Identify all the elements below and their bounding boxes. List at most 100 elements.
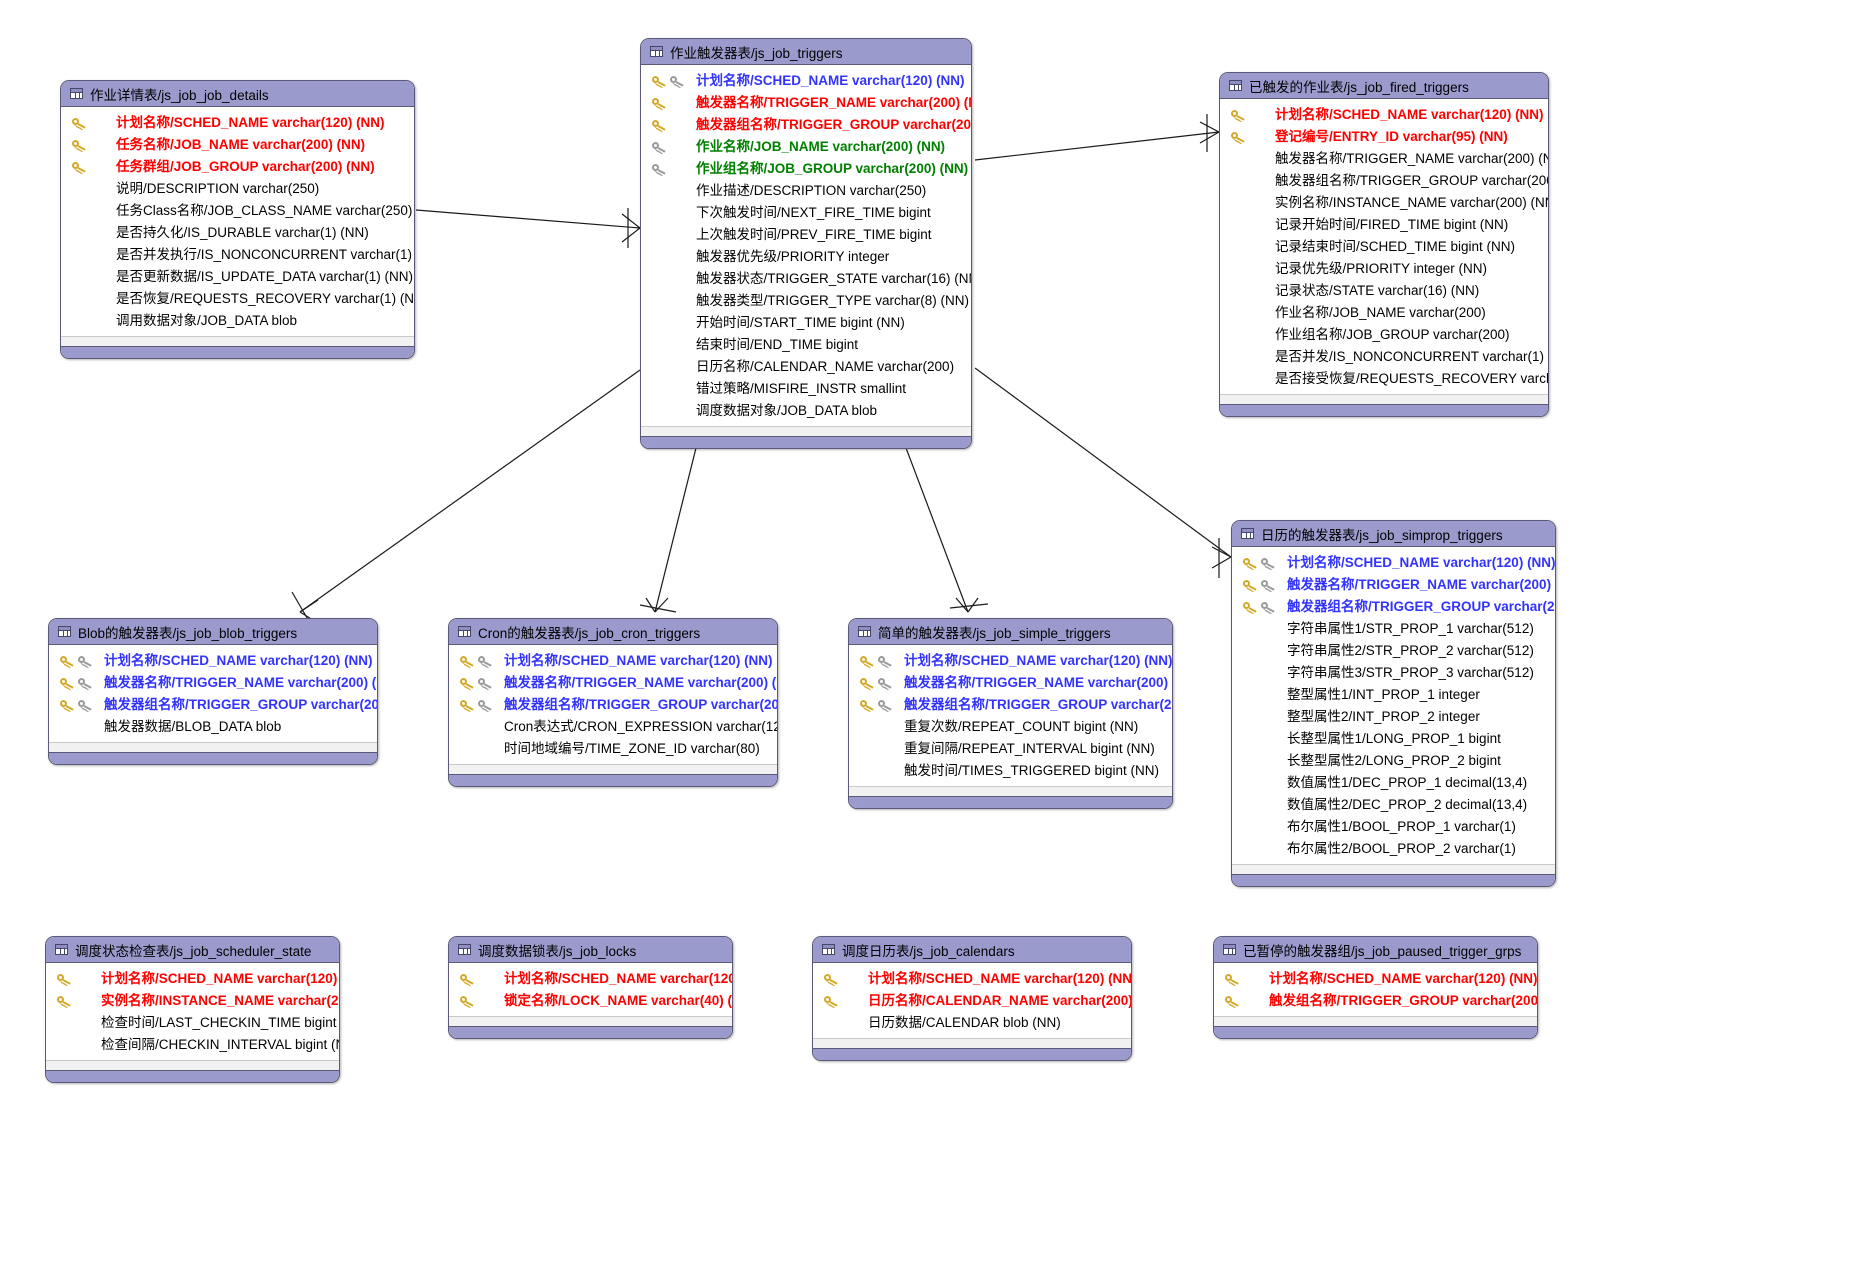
field-row[interactable]: 触发组名称/TRIGGER_GROUP varchar(200) (NN): [1214, 990, 1537, 1012]
entity-locks[interactable]: 调度数据锁表/js_job_locks 计划名称/SCHED_NAME varc…: [448, 936, 733, 1039]
field-row[interactable]: 日历名称/CALENDAR_NAME varchar(200): [641, 356, 971, 378]
field-row[interactable]: 触发器名称/TRIGGER_NAME varchar(200) (NN): [1220, 148, 1548, 170]
field-row[interactable]: 字符串属性2/STR_PROP_2 varchar(512): [1232, 640, 1555, 662]
field-row[interactable]: 长整型属性2/LONG_PROP_2 bigint: [1232, 750, 1555, 772]
field-row[interactable]: 记录状态/STATE varchar(16) (NN): [1220, 280, 1548, 302]
field-row[interactable]: 触发时间/TIMES_TRIGGERED bigint (NN): [849, 760, 1172, 782]
field-row[interactable]: 作业组名称/JOB_GROUP varchar(200) (NN): [641, 158, 971, 180]
field-row[interactable]: 任务Class名称/JOB_CLASS_NAME varchar(250) (N…: [61, 200, 414, 222]
field-row[interactable]: 日历数据/CALENDAR blob (NN): [813, 1012, 1131, 1034]
field-row[interactable]: 下次触发时间/NEXT_FIRE_TIME bigint: [641, 202, 971, 224]
field-row[interactable]: 是否更新数据/IS_UPDATE_DATA varchar(1) (NN): [61, 266, 414, 288]
field-row[interactable]: 触发器优先级/PRIORITY integer: [641, 246, 971, 268]
field-row[interactable]: 记录开始时间/FIRED_TIME bigint (NN): [1220, 214, 1548, 236]
field-row[interactable]: 记录优先级/PRIORITY integer (NN): [1220, 258, 1548, 280]
field-row[interactable]: 作业名称/JOB_NAME varchar(200) (NN): [641, 136, 971, 158]
field-row[interactable]: 作业描述/DESCRIPTION varchar(250): [641, 180, 971, 202]
field-row[interactable]: 计划名称/SCHED_NAME varchar(120) (NN): [449, 650, 777, 672]
entity-calendars[interactable]: 调度日历表/js_job_calendars 计划名称/SCHED_NAME v…: [812, 936, 1132, 1061]
field-row[interactable]: 说明/DESCRIPTION varchar(250): [61, 178, 414, 200]
field-row[interactable]: 检查间隔/CHECKIN_INTERVAL bigint (NN): [46, 1034, 339, 1056]
field-row[interactable]: 重复间隔/REPEAT_INTERVAL bigint (NN): [849, 738, 1172, 760]
field-row[interactable]: 字符串属性1/STR_PROP_1 varchar(512): [1232, 618, 1555, 640]
entity-simprop_triggers[interactable]: 日历的触发器表/js_job_simprop_triggers 计划名称/SCH…: [1231, 520, 1556, 887]
field-row[interactable]: 是否接受恢复/REQUESTS_RECOVERY varchar(1): [1220, 368, 1548, 390]
field-row[interactable]: 计划名称/SCHED_NAME varchar(120) (NN): [1220, 104, 1548, 126]
field-row[interactable]: 触发器组名称/TRIGGER_GROUP varchar(200) (NN): [449, 694, 777, 716]
entity-gap: [1232, 864, 1555, 874]
entity-scheduler_state[interactable]: 调度状态检查表/js_job_scheduler_state 计划名称/SCHE…: [45, 936, 340, 1083]
field-row[interactable]: 日历名称/CALENDAR_NAME varchar(200) (NN): [813, 990, 1131, 1012]
entity-gap: [813, 1038, 1131, 1048]
field-row[interactable]: 开始时间/START_TIME bigint (NN): [641, 312, 971, 334]
field-row[interactable]: 触发器组名称/TRIGGER_GROUP varchar(200) (NN): [849, 694, 1172, 716]
field-row[interactable]: 时间地域编号/TIME_ZONE_ID varchar(80): [449, 738, 777, 760]
field-row[interactable]: 整型属性2/INT_PROP_2 integer: [1232, 706, 1555, 728]
field-row[interactable]: 实例名称/INSTANCE_NAME varchar(200) (NN): [46, 990, 339, 1012]
field-row[interactable]: 计划名称/SCHED_NAME varchar(120) (NN): [49, 650, 377, 672]
field-row[interactable]: 字符串属性3/STR_PROP_3 varchar(512): [1232, 662, 1555, 684]
field-row[interactable]: 是否恢复/REQUESTS_RECOVERY varchar(1) (NN): [61, 288, 414, 310]
field-row[interactable]: 调度数据对象/JOB_DATA blob: [641, 400, 971, 422]
entity-fired_triggers[interactable]: 已触发的作业表/js_job_fired_triggers 计划名称/SCHED…: [1219, 72, 1549, 417]
field-row[interactable]: 触发器类型/TRIGGER_TYPE varchar(8) (NN): [641, 290, 971, 312]
field-row[interactable]: 触发器名称/TRIGGER_NAME varchar(200) (NN): [1232, 574, 1555, 596]
field-row[interactable]: 计划名称/SCHED_NAME varchar(120) (NN): [61, 112, 414, 134]
field-row[interactable]: 结束时间/END_TIME bigint: [641, 334, 971, 356]
field-row[interactable]: 任务群组/JOB_GROUP varchar(200) (NN): [61, 156, 414, 178]
field-row[interactable]: 锁定名称/LOCK_NAME varchar(40) (NN): [449, 990, 732, 1012]
field-row[interactable]: 错过策略/MISFIRE_INSTR smallint: [641, 378, 971, 400]
entity-job_triggers[interactable]: 作业触发器表/js_job_triggers 计划名称/SCHED_NAME v…: [640, 38, 972, 449]
field-row[interactable]: 作业组名称/JOB_GROUP varchar(200): [1220, 324, 1548, 346]
field-label: 数值属性2/DEC_PROP_2 decimal(13,4): [1287, 797, 1528, 813]
field-row[interactable]: 整型属性1/INT_PROP_1 integer: [1232, 684, 1555, 706]
entity-footer: [49, 752, 377, 764]
field-row[interactable]: 登记编号/ENTRY_ID varchar(95) (NN): [1220, 126, 1548, 148]
field-row[interactable]: 调用数据对象/JOB_DATA blob: [61, 310, 414, 332]
field-row[interactable]: 计划名称/SCHED_NAME varchar(120) (NN): [849, 650, 1172, 672]
field-row[interactable]: 触发器状态/TRIGGER_STATE varchar(16) (NN): [641, 268, 971, 290]
field-key-icons: [860, 655, 904, 668]
field-row[interactable]: 触发器组名称/TRIGGER_GROUP varchar(200) (NN): [1232, 596, 1555, 618]
field-row[interactable]: 触发器数据/BLOB_DATA blob: [49, 716, 377, 738]
field-row[interactable]: 重复次数/REPEAT_COUNT bigint (NN): [849, 716, 1172, 738]
field-row[interactable]: 任务名称/JOB_NAME varchar(200) (NN): [61, 134, 414, 156]
field-key-icons: [1243, 579, 1287, 592]
field-row[interactable]: 触发器名称/TRIGGER_NAME varchar(200) (NN): [49, 672, 377, 694]
field-row[interactable]: 计划名称/SCHED_NAME varchar(120) (NN): [46, 968, 339, 990]
entity-blob_triggers[interactable]: Blob的触发器表/js_job_blob_triggers 计划名称/SCHE…: [48, 618, 378, 765]
field-row[interactable]: 触发器名称/TRIGGER_NAME varchar(200) (NN): [641, 92, 971, 114]
field-row[interactable]: 触发器组名称/TRIGGER_GROUP varchar(200) (NN): [1220, 170, 1548, 192]
field-row[interactable]: 计划名称/SCHED_NAME varchar(120) (NN): [1232, 552, 1555, 574]
field-label: 计划名称/SCHED_NAME varchar(120) (NN): [696, 73, 965, 89]
field-row[interactable]: 实例名称/INSTANCE_NAME varchar(200) (NN): [1220, 192, 1548, 214]
field-row[interactable]: 长整型属性1/LONG_PROP_1 bigint: [1232, 728, 1555, 750]
field-row[interactable]: 布尔属性1/BOOL_PROP_1 varchar(1): [1232, 816, 1555, 838]
entity-footer: [813, 1048, 1131, 1060]
field-row[interactable]: 是否持久化/IS_DURABLE varchar(1) (NN): [61, 222, 414, 244]
field-row[interactable]: 布尔属性2/BOOL_PROP_2 varchar(1): [1232, 838, 1555, 860]
field-row[interactable]: 检查时间/LAST_CHECKIN_TIME bigint (NN): [46, 1012, 339, 1034]
field-row[interactable]: 触发器组名称/TRIGGER_GROUP varchar(200) (NN): [49, 694, 377, 716]
field-label: 整型属性2/INT_PROP_2 integer: [1287, 709, 1480, 725]
field-row[interactable]: 数值属性2/DEC_PROP_2 decimal(13,4): [1232, 794, 1555, 816]
field-row[interactable]: 作业名称/JOB_NAME varchar(200): [1220, 302, 1548, 324]
field-row[interactable]: 计划名称/SCHED_NAME varchar(120) (NN): [641, 70, 971, 92]
field-row[interactable]: 是否并发/IS_NONCONCURRENT varchar(1): [1220, 346, 1548, 368]
field-row[interactable]: 数值属性1/DEC_PROP_1 decimal(13,4): [1232, 772, 1555, 794]
field-row[interactable]: 触发器组名称/TRIGGER_GROUP varchar(200) (NN): [641, 114, 971, 136]
entity-job_job_details[interactable]: 作业详情表/js_job_job_details 计划名称/SCHED_NAME…: [60, 80, 415, 359]
entity-cron_triggers[interactable]: Cron的触发器表/js_job_cron_triggers 计划名称/SCHE…: [448, 618, 778, 787]
field-row[interactable]: 触发器名称/TRIGGER_NAME varchar(200) (NN): [849, 672, 1172, 694]
field-row[interactable]: 记录结束时间/SCHED_TIME bigint (NN): [1220, 236, 1548, 258]
field-row[interactable]: 计划名称/SCHED_NAME varchar(120) (NN): [813, 968, 1131, 990]
entity-header: 作业触发器表/js_job_triggers: [641, 39, 971, 65]
field-row[interactable]: 是否并发执行/IS_NONCONCURRENT varchar(1) (NN): [61, 244, 414, 266]
field-row[interactable]: 计划名称/SCHED_NAME varchar(120) (NN): [1214, 968, 1537, 990]
field-row[interactable]: 计划名称/SCHED_NAME varchar(120) (NN): [449, 968, 732, 990]
field-row[interactable]: 触发器名称/TRIGGER_NAME varchar(200) (NN): [449, 672, 777, 694]
field-row[interactable]: 上次触发时间/PREV_FIRE_TIME bigint: [641, 224, 971, 246]
field-row[interactable]: Cron表达式/CRON_EXPRESSION varchar(120) (NN…: [449, 716, 777, 738]
entity-paused_trigger_grps[interactable]: 已暂停的触发器组/js_job_paused_trigger_grps 计划名称…: [1213, 936, 1538, 1039]
entity-simple_triggers[interactable]: 简单的触发器表/js_job_simple_triggers 计划名称/SCHE…: [848, 618, 1173, 809]
